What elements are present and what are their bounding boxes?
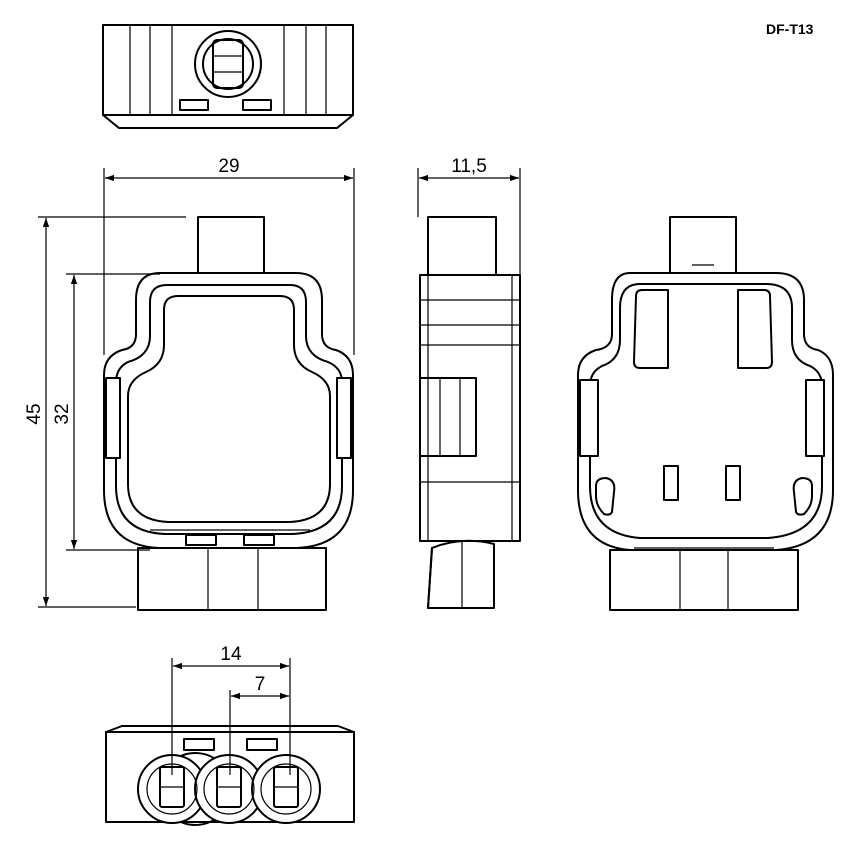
dimension-height-total: 45 — [24, 216, 186, 608]
dimension-depth: 11,5 — [417, 156, 521, 290]
product-code: DF-T13 — [766, 21, 814, 37]
dimension-width-label: 29 — [218, 156, 239, 177]
bottom-view — [105, 725, 355, 826]
dimension-height-total-label: 45 — [24, 403, 45, 424]
side-view — [419, 216, 521, 609]
dimension-pitch-inner: 7 — [229, 674, 289, 775]
dimension-depth-label: 11,5 — [451, 156, 487, 177]
dimension-width: 29 — [103, 156, 355, 355]
dimension-pitch-outer-label: 14 — [220, 644, 242, 665]
dimension-height-body-label: 32 — [52, 403, 73, 424]
back-view — [577, 216, 834, 611]
front-view — [103, 216, 354, 611]
top-view — [102, 24, 354, 129]
dimension-height-body: 32 — [52, 273, 160, 551]
dimension-pitch-outer: 14 — [171, 644, 291, 775]
dimension-pitch-inner-label: 7 — [255, 674, 266, 695]
